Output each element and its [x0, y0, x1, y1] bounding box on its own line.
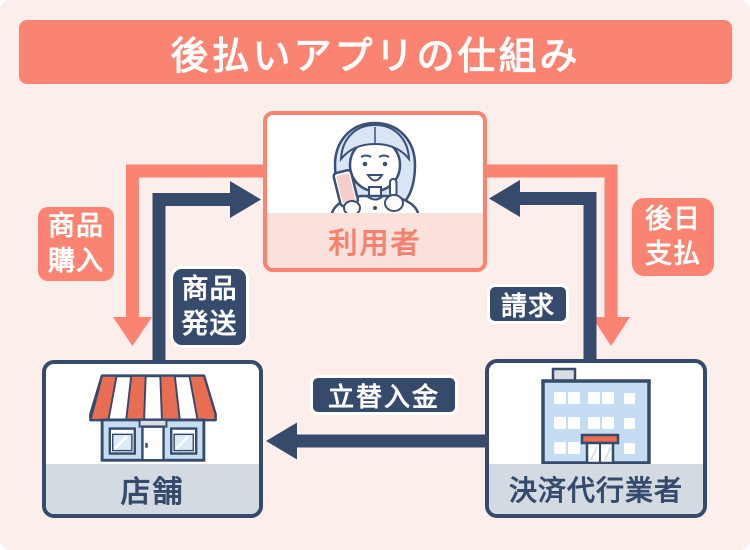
arrow-later-payment	[485, 164, 630, 346]
arrow-reimbursement	[266, 422, 487, 460]
flow-label-purchase-line1: 商品	[48, 211, 104, 241]
arrow-invoice	[489, 180, 597, 361]
office-building-icon	[541, 367, 651, 465]
node-agency: 決済代行業者	[485, 359, 707, 518]
flow-label-invoice: 請求	[487, 284, 569, 324]
flow-label-reimbursement: 立替入金	[310, 375, 458, 415]
user-illustration	[329, 121, 421, 219]
flow-label-later-payment-line1: 後日	[645, 204, 701, 234]
flow-label-shipping-line2: 発送	[181, 309, 238, 339]
flow-label-shipping-line1: 商品	[181, 274, 238, 304]
flow-label-purchase-line2: 購入	[48, 246, 104, 276]
node-user: 利用者	[263, 111, 487, 272]
arrow-purchase	[113, 164, 265, 346]
store-icon	[88, 374, 217, 462]
node-agency-label: 決済代行業者	[489, 464, 703, 514]
flow-label-purchase: 商品 購入	[38, 207, 114, 281]
flow-label-later-payment: 後日 支払	[632, 198, 714, 276]
node-store-label: 店舗	[46, 464, 259, 514]
flow-label-shipping: 商品 発送	[170, 266, 249, 348]
node-store: 店舗	[42, 360, 263, 518]
title-banner: 後払いアプリの仕組み	[19, 20, 732, 84]
page-title: 後払いアプリの仕組み	[170, 35, 581, 78]
arrow-shipping	[152, 181, 261, 362]
flow-label-later-payment-line2: 支払	[645, 239, 701, 269]
node-user-label: 利用者	[267, 213, 483, 268]
